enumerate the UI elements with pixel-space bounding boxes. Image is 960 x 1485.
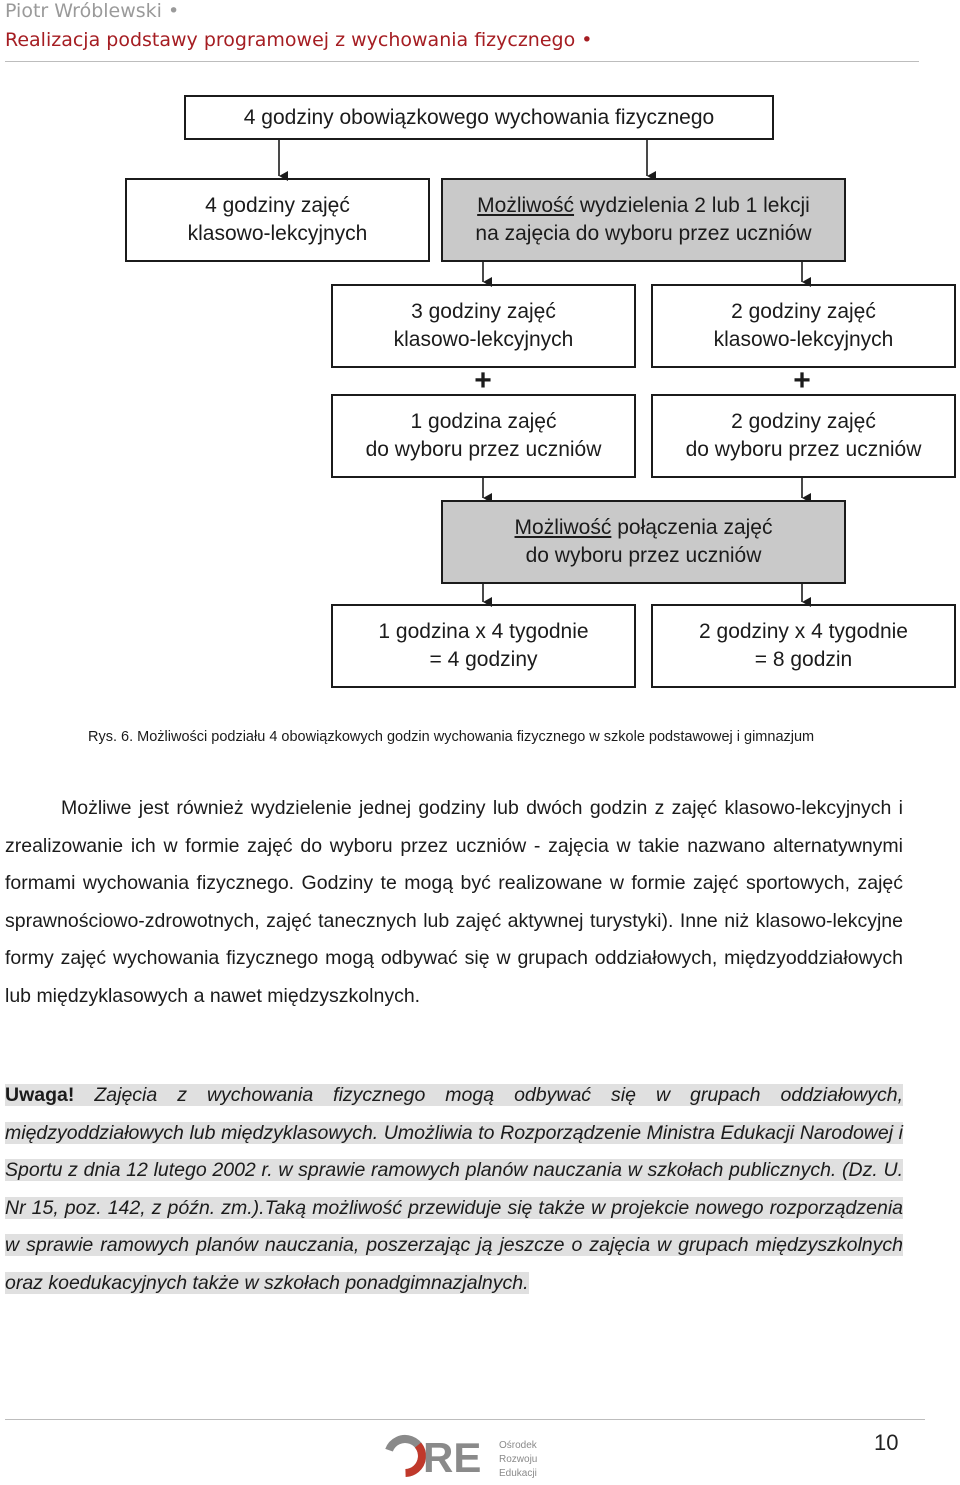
- note-label: Uwaga!: [5, 1084, 75, 1106]
- body-paragraph-1: Możliwe jest również wydzielenie jednej …: [5, 797, 903, 1007]
- note-text: Zajęcia z wychowania fizycznego mogą odb…: [5, 1084, 903, 1294]
- header-author: Piotr Wróblewski •: [5, 0, 180, 22]
- header-title: Realizacja podstawy programowej z wychow…: [5, 29, 593, 51]
- box-elective-2h: 2 godziny zajęć do wyboru przez uczniów: [651, 394, 956, 478]
- plus-left: +: [474, 364, 492, 397]
- logo-line-2: Rozwoju: [499, 1454, 537, 1465]
- box-result-4h: 1 godzina x 4 tygodnie = 4 godziny: [331, 604, 636, 688]
- logo-line-1: Ośrodek: [499, 1440, 538, 1451]
- plus-right: +: [793, 364, 811, 397]
- page-number: 10: [874, 1430, 899, 1455]
- box-classroom-4h: 4 godziny zajęć klasowo-lekcyjnych: [125, 178, 430, 262]
- box-result-8h: 2 godziny x 4 tygodnie = 8 godzin: [651, 604, 956, 688]
- box-classroom-2h: 2 godziny zajęć klasowo-lekcyjnych: [651, 284, 956, 368]
- header-divider: [5, 61, 919, 62]
- figure-caption: Rys. 6. Możliwości podziału 4 obowiązkow…: [88, 729, 815, 745]
- flow-diagram-arrows: [278, 140, 811, 607]
- box-option-split: Możliwość wydzielenia 2 lub 1 lekcji na …: [441, 178, 846, 262]
- box-elective-1h: 1 godzina zajęć do wyboru przez uczniów: [331, 394, 636, 478]
- logo-line-3: Edukacji: [499, 1468, 537, 1479]
- box-mandatory-hours: 4 godziny obowiązkowego wychowania fizyc…: [184, 95, 774, 140]
- box-option-combine: Możliwość połączenia zajęć do wyboru prz…: [441, 500, 846, 584]
- footer-divider: [5, 1419, 925, 1420]
- ore-logo-letters: RE: [423, 1434, 481, 1480]
- ore-logo: RE Ośrodek Rozwoju Edukacji: [384, 1434, 538, 1480]
- box-classroom-3h: 3 godziny zajęć klasowo-lekcyjnych: [331, 284, 636, 368]
- body-paragraph-2: Uwaga! Zajęcia z wychowania fizycznego m…: [5, 1077, 903, 1303]
